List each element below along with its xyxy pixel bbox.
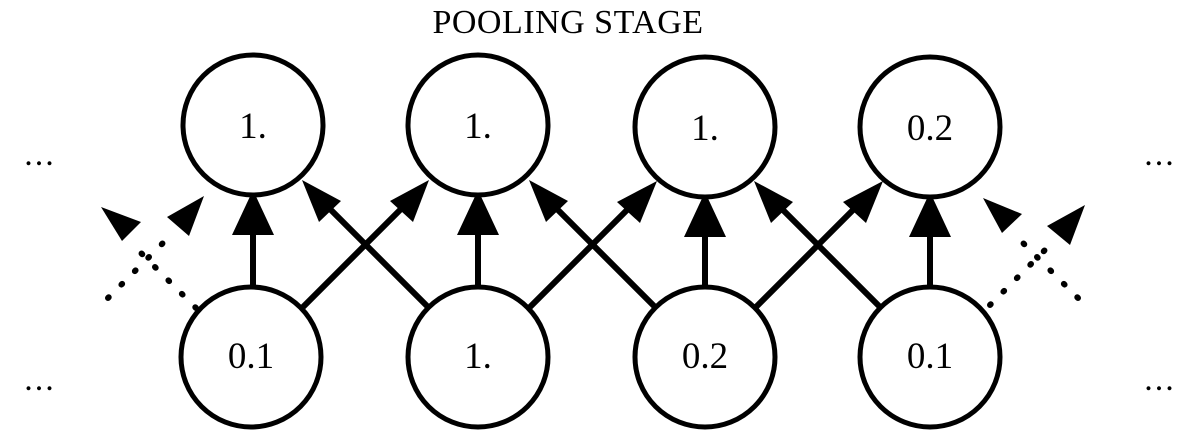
edge-offscreen-left-group	[101, 196, 204, 311]
node-bottom-1[interactable]: 0.1	[178, 284, 324, 430]
node-circle-bottom-1[interactable]	[178, 284, 324, 430]
node-label-top-2: 1.	[464, 106, 492, 147]
ellipsis-bottom-right: ...	[1144, 361, 1176, 398]
arrowhead-top1-vertical	[232, 190, 274, 235]
node-label-bottom-4: 0.1	[907, 336, 953, 377]
node-circle-top-1[interactable]	[180, 52, 326, 198]
arrowhead-top3-right-diagonal	[754, 181, 793, 223]
vertical-edges-group	[232, 190, 951, 288]
node-circle-top-4[interactable]	[857, 54, 1003, 200]
edge-bottom3-to-top2	[553, 205, 658, 310]
node-circle-top-3[interactable]	[632, 54, 778, 200]
node-top-4[interactable]: 0.2	[857, 54, 1003, 200]
arrowhead-top4-right-diagonal-dotted	[983, 198, 1022, 233]
arrowhead-offscreen-left-up	[101, 207, 141, 241]
edge-dotted-offscreen-left-to-top1	[105, 228, 178, 301]
node-circle-bottom-4[interactable]	[857, 284, 1003, 430]
diagonal-edges-group	[300, 180, 883, 310]
edge-bottom1-to-top2	[300, 205, 405, 310]
node-label-bottom-1: 0.1	[228, 336, 274, 377]
edge-bottom4-to-top3	[778, 205, 883, 310]
node-label-bottom-3: 0.2	[682, 336, 728, 377]
arrowhead-top4-left-diagonal	[843, 181, 883, 223]
node-top-2[interactable]: 1.	[405, 52, 551, 198]
node-top-3[interactable]: 1.	[632, 54, 778, 200]
node-bottom-4[interactable]: 0.1	[857, 284, 1003, 430]
node-label-top-4: 0.2	[907, 108, 953, 149]
ellipsis-bottom-left: ...	[24, 361, 56, 398]
edge-dotted-bottom4-to-offscreen-right	[987, 237, 1058, 308]
edge-bottom2-to-top3	[527, 205, 632, 310]
edge-bottom3-to-top4	[753, 205, 858, 310]
node-label-bottom-2: 1.	[464, 336, 492, 377]
node-bottom-2[interactable]: 1.	[405, 284, 551, 430]
arrowhead-top2-right-diagonal	[529, 180, 568, 222]
pooling-output-row: 1. 1. 1. 0.2	[180, 52, 1003, 200]
arrowhead-top3-vertical	[684, 192, 726, 237]
edge-dotted-bottom1-to-offscreen-left	[128, 240, 199, 311]
node-top-1[interactable]: 1.	[180, 52, 326, 198]
arrowhead-top4-vertical	[909, 192, 951, 237]
arrowhead-top2-left-diagonal	[390, 180, 429, 222]
node-label-top-3: 1.	[691, 108, 719, 149]
arrowhead-top1-left-diagonal-dotted	[167, 196, 204, 236]
node-bottom-3[interactable]: 0.2	[632, 284, 778, 430]
diagram-title: POOLING STAGE	[432, 4, 703, 41]
edge-dotted-offscreen-right-to-top4	[1010, 230, 1081, 301]
pooling-input-row: 0.1 1. 0.2 0.1	[178, 284, 1003, 430]
arrowhead-top1-right-diagonal	[302, 180, 341, 222]
arrowhead-top3-left-diagonal	[617, 181, 657, 223]
node-circle-top-2[interactable]	[405, 52, 551, 198]
edge-bottom2-to-top1	[326, 205, 431, 310]
node-circle-bottom-3[interactable]	[632, 284, 778, 430]
ellipsis-top-right: ...	[1144, 136, 1176, 173]
node-label-top-1: 1.	[239, 106, 267, 147]
arrowhead-top2-vertical	[457, 190, 499, 235]
ellipsis-top-left: ...	[24, 136, 56, 173]
node-circle-bottom-2[interactable]	[405, 284, 551, 430]
edge-offscreen-right-group	[983, 198, 1085, 308]
arrowhead-offscreen-right-up	[1047, 205, 1085, 245]
